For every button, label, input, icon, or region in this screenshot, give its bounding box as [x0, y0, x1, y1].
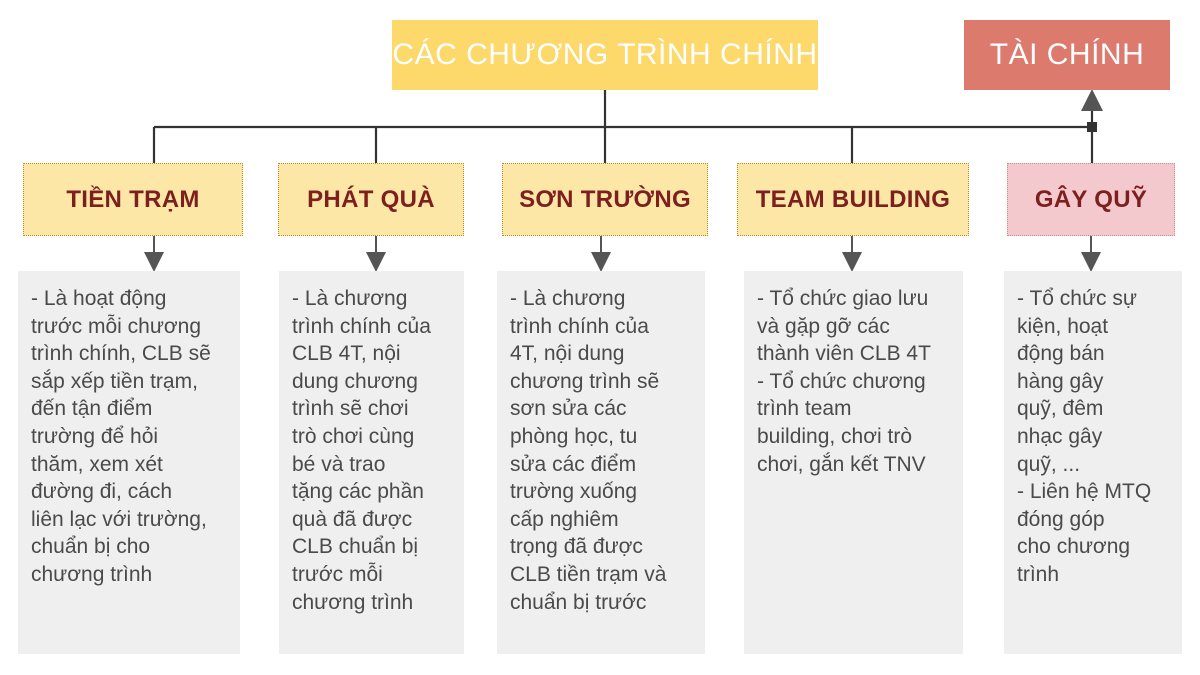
program-box-phat-qua: PHÁT QUÀ — [278, 163, 464, 236]
description-gay-quy: - Tổ chức sự kiện, hoạt động bán hàng gâ… — [1004, 271, 1182, 654]
junction-marker — [1087, 122, 1097, 132]
description-tien-tram: - Là hoạt động trước mỗi chương trình ch… — [18, 271, 240, 654]
program-title: PHÁT QUÀ — [307, 185, 435, 213]
program-title: GÂY QUỸ — [1034, 185, 1148, 213]
finance-box: TÀI CHÍNH — [964, 20, 1170, 90]
program-box-team-building: TEAM BUILDING — [737, 163, 969, 236]
program-box-gay-quy: GÂY QUỸ — [1007, 163, 1175, 236]
description-son-truong: - Là chương trình chính của 4T, nội dung… — [497, 271, 705, 654]
program-box-son-truong: SƠN TRƯỜNG — [502, 163, 708, 236]
program-title: SƠN TRƯỜNG — [519, 185, 691, 213]
program-title: TEAM BUILDING — [755, 185, 951, 213]
program-box-tien-tram: TIỀN TRẠM — [23, 163, 243, 236]
main-programs-title: CÁC CHƯƠNG TRÌNH CHÍNH — [392, 38, 818, 71]
description-phat-qua: - Là chương trình chính của CLB 4T, nội … — [279, 271, 464, 654]
finance-title: TÀI CHÍNH — [989, 38, 1145, 71]
program-title: TIỀN TRẠM — [66, 185, 200, 213]
description-team-building: - Tổ chức giao lưu và gặp gỡ các thành v… — [744, 271, 963, 654]
main-programs-box: CÁC CHƯƠNG TRÌNH CHÍNH — [392, 20, 818, 90]
